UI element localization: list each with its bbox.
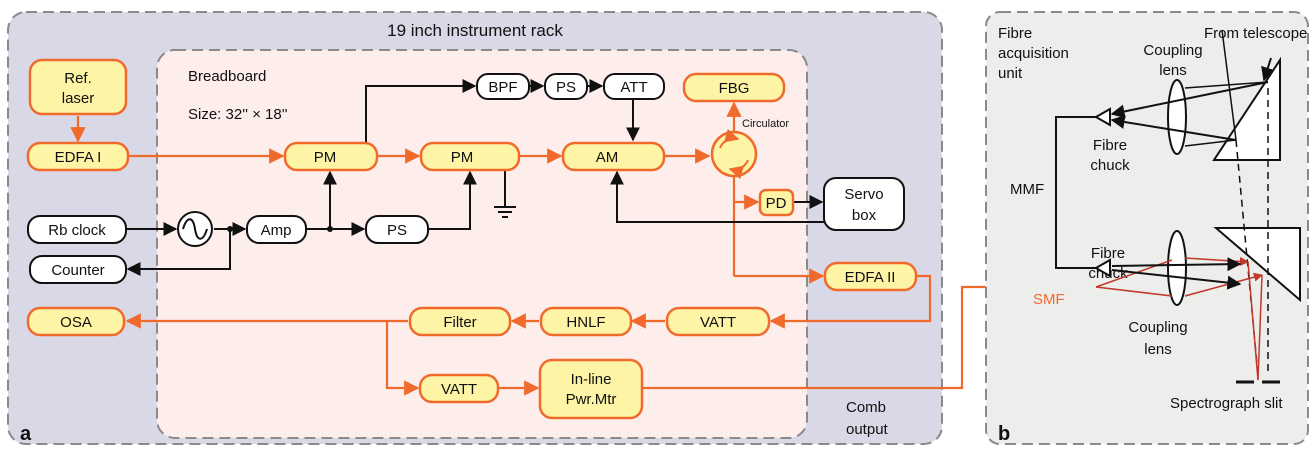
smf-label: SMF [1033, 291, 1065, 308]
fibre-acquisition-label: Fibre [998, 25, 1032, 42]
counter: Counter [29, 255, 127, 284]
smf-rays [1095, 256, 1263, 381]
fibre-chuck-top [1093, 107, 1111, 127]
hnlf: HNLF [539, 306, 633, 337]
svg-text:laser: laser [62, 90, 95, 107]
optical-paths-a [70, 101, 1007, 396]
vatt-2: VATT [418, 373, 500, 404]
coupling-lens-bottom [1167, 230, 1187, 306]
panel-a-label: a [20, 423, 32, 445]
svg-text:AM: AM [596, 149, 619, 166]
att: ATT [603, 73, 665, 100]
spectrograph-slit-label: Spectrograph slit [1170, 395, 1283, 412]
osa: OSA [26, 306, 126, 337]
fibre-chuck-bottom [1093, 258, 1111, 278]
coupling-lens-bottom-label-2: lens [1144, 341, 1172, 358]
svg-text:FBG: FBG [719, 80, 750, 97]
fbg: FBG [682, 72, 786, 103]
fibre-chuck-top-label-2: chuck [1090, 157, 1130, 174]
fibre-acquisition-label-3: unit [998, 65, 1023, 82]
circulator-label: Circulator [742, 118, 789, 130]
fibre-chuck-top-label: Fibre [1093, 137, 1127, 154]
edfa-2: EDFA II [823, 261, 918, 292]
top-prism [1212, 56, 1281, 161]
svg-text:VATT: VATT [441, 381, 477, 398]
svg-text:Filter: Filter [443, 314, 476, 331]
svg-text:VATT: VATT [700, 314, 736, 331]
comb-output-label: Comb [846, 399, 886, 416]
svg-text:Ref.: Ref. [64, 70, 92, 87]
ref-laser: Ref. laser [28, 58, 128, 116]
mmf-fibre [1055, 116, 1096, 269]
svg-text:Amp: Amp [261, 222, 292, 239]
svg-text:Pwr.Mtr: Pwr.Mtr [566, 391, 617, 408]
from-telescope-label: From telescope [1204, 25, 1307, 42]
pd: PD [758, 188, 795, 217]
svg-text:OSA: OSA [60, 314, 92, 331]
svg-text:PM: PM [314, 149, 337, 166]
svg-text:EDFA II: EDFA II [845, 269, 896, 286]
svg-text:PS: PS [556, 79, 576, 96]
svg-text:PD: PD [766, 195, 787, 212]
svg-text:PS: PS [387, 222, 407, 239]
pm-1: PM [283, 141, 379, 172]
coupling-lens-top [1167, 79, 1187, 155]
svg-text:Servo: Servo [844, 186, 883, 203]
bottom-prism [1213, 227, 1301, 303]
coupling-lens-bottom-label: Coupling [1128, 319, 1187, 336]
mmf-label: MMF [1010, 181, 1044, 198]
servo-box: Servo box [823, 177, 905, 231]
amp: Amp [246, 215, 307, 244]
svg-text:EDFA I: EDFA I [55, 149, 102, 166]
comb-output-label-2: output [846, 421, 889, 438]
am: AM [561, 141, 666, 172]
filter: Filter [408, 306, 512, 337]
svg-text:PM: PM [451, 149, 474, 166]
inline-power-meter: In-line Pwr.Mtr [538, 358, 644, 420]
breadboard-size: Size: 32'' × 18'' [188, 106, 288, 123]
rack-title: 19 inch instrument rack [387, 21, 563, 40]
bpf: BPF [476, 73, 530, 100]
coupling-lens-top-label-2: lens [1159, 62, 1187, 79]
panel-b-label: b [998, 423, 1010, 445]
fibre-chuck-bottom-label: Fibre [1091, 245, 1125, 262]
circulator: Circulator [710, 118, 789, 180]
fibre-acquisition-label-2: acquisition [998, 45, 1069, 62]
ps-top: PS [544, 73, 588, 100]
svg-text:Rb clock: Rb clock [48, 222, 106, 239]
svg-text:HNLF: HNLF [566, 314, 605, 331]
breadboard-title: Breadboard [188, 68, 266, 85]
panel-b-background [985, 11, 1309, 445]
svg-text:box: box [852, 207, 877, 224]
svg-text:Counter: Counter [51, 262, 104, 279]
ps-mid: PS [365, 215, 429, 244]
coupling-lens-top-label: Coupling [1143, 42, 1202, 59]
edfa-1: EDFA I [26, 141, 130, 172]
pm-2: PM [419, 141, 521, 172]
svg-text:In-line: In-line [571, 371, 612, 388]
svg-text:ATT: ATT [620, 79, 647, 96]
rb-clock: Rb clock [27, 215, 127, 244]
svg-text:BPF: BPF [488, 79, 517, 96]
vatt-1: VATT [665, 306, 771, 337]
oscillator [177, 211, 213, 247]
